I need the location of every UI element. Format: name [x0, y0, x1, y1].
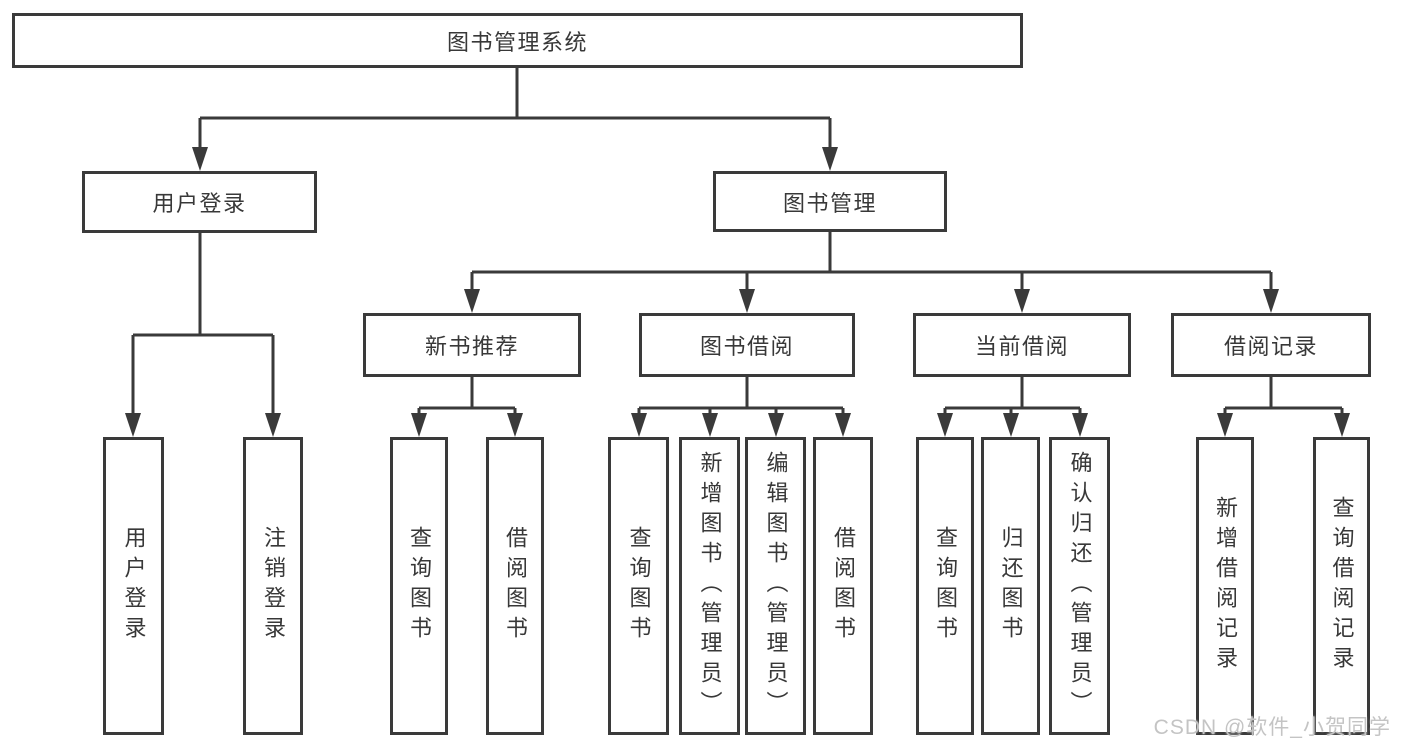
arrowhead [1072, 413, 1088, 437]
arrowhead [192, 147, 208, 171]
node-leaf-borrow-books-1-label: 借阅图书 [503, 526, 528, 646]
node-leaf-query-books-1: 查询图书 [390, 437, 448, 735]
arrowhead [739, 289, 755, 313]
node-leaf-logout-label: 注销登录 [261, 526, 286, 646]
connector-book-borrow-children [631, 377, 851, 437]
connector-new-book-children [411, 377, 523, 437]
node-leaf-add-book-admin-label: 新增图书（管理员） [697, 451, 723, 721]
node-user-login-branch: 用户登录 [82, 171, 317, 233]
node-leaf-borrow-books-2-label: 借阅图书 [831, 526, 856, 646]
arrowhead [835, 413, 851, 437]
node-leaf-query-books-3: 查询图书 [916, 437, 974, 735]
arrowhead [1003, 413, 1019, 437]
connector-current-borrow-children [937, 377, 1088, 437]
arrowhead [937, 413, 953, 437]
csdn-watermark: CSDN @软件_小贺同学 [1153, 716, 1391, 739]
node-book-management: 图书管理 [713, 171, 947, 232]
node-leaf-return-books-label: 归还图书 [998, 526, 1024, 646]
arrowhead [125, 413, 141, 437]
node-leaf-borrow-books-2: 借阅图书 [813, 437, 873, 735]
node-book-management-label: 图书管理 [782, 190, 877, 216]
arrowhead [464, 289, 480, 313]
node-leaf-add-borrow-record: 新增借阅记录 [1196, 437, 1254, 735]
node-leaf-edit-book-admin-label: 编辑图书（管理员） [763, 451, 789, 721]
node-leaf-return-books: 归还图书 [981, 437, 1040, 735]
node-new-book-recommend: 新书推荐 [363, 313, 581, 377]
node-leaf-query-books-2-label: 查询图书 [626, 526, 652, 646]
node-leaf-borrow-books-1: 借阅图书 [486, 437, 544, 735]
node-book-borrow: 图书借阅 [639, 313, 855, 377]
arrowhead [411, 413, 427, 437]
node-leaf-user-login-label: 用户登录 [121, 526, 147, 646]
arrowhead [265, 413, 281, 437]
node-root: 图书管理系统 [12, 13, 1023, 68]
arrowhead [822, 147, 838, 171]
arrowhead [702, 413, 718, 437]
arrowhead [507, 413, 523, 437]
arrowhead [1334, 413, 1350, 437]
node-user-login-branch-label: 用户登录 [152, 191, 247, 216]
node-leaf-query-borrow-record: 查询借阅记录 [1313, 437, 1370, 735]
node-leaf-add-book-admin: 新增图书（管理员） [679, 437, 740, 735]
arrowhead [1217, 413, 1233, 437]
arrowhead [1263, 289, 1279, 313]
node-leaf-add-borrow-record-label: 新增借阅记录 [1213, 496, 1238, 676]
node-book-borrow-label: 图书借阅 [699, 334, 794, 359]
node-leaf-query-books-3-label: 查询图书 [933, 526, 958, 646]
arrowhead [1014, 289, 1030, 313]
node-leaf-user-login: 用户登录 [103, 437, 164, 735]
node-leaf-confirm-return-admin-label: 确认归还（管理员） [1067, 451, 1093, 721]
node-leaf-query-books-1-label: 查询图书 [407, 526, 432, 646]
node-leaf-query-books-2: 查询图书 [608, 437, 669, 735]
node-root-label: 图书管理系统 [446, 29, 588, 55]
connector-borrow-records-children [1217, 377, 1350, 437]
connector-book-mgmt-sections [464, 232, 1279, 313]
node-leaf-logout: 注销登录 [243, 437, 303, 735]
node-current-borrow-label: 当前借阅 [974, 334, 1069, 359]
arrowhead [631, 413, 647, 437]
node-leaf-confirm-return-admin: 确认归还（管理员） [1049, 437, 1110, 735]
arrowhead [768, 413, 784, 437]
connector-root-to-branches [192, 68, 838, 171]
node-new-book-recommend-label: 新书推荐 [424, 334, 519, 359]
node-leaf-query-borrow-record-label: 查询借阅记录 [1329, 496, 1355, 676]
node-borrow-records-label: 借阅记录 [1223, 334, 1318, 359]
node-current-borrow: 当前借阅 [913, 313, 1131, 377]
node-leaf-edit-book-admin: 编辑图书（管理员） [745, 437, 806, 735]
node-borrow-records: 借阅记录 [1171, 313, 1371, 377]
connector-user-login-children [125, 233, 281, 437]
